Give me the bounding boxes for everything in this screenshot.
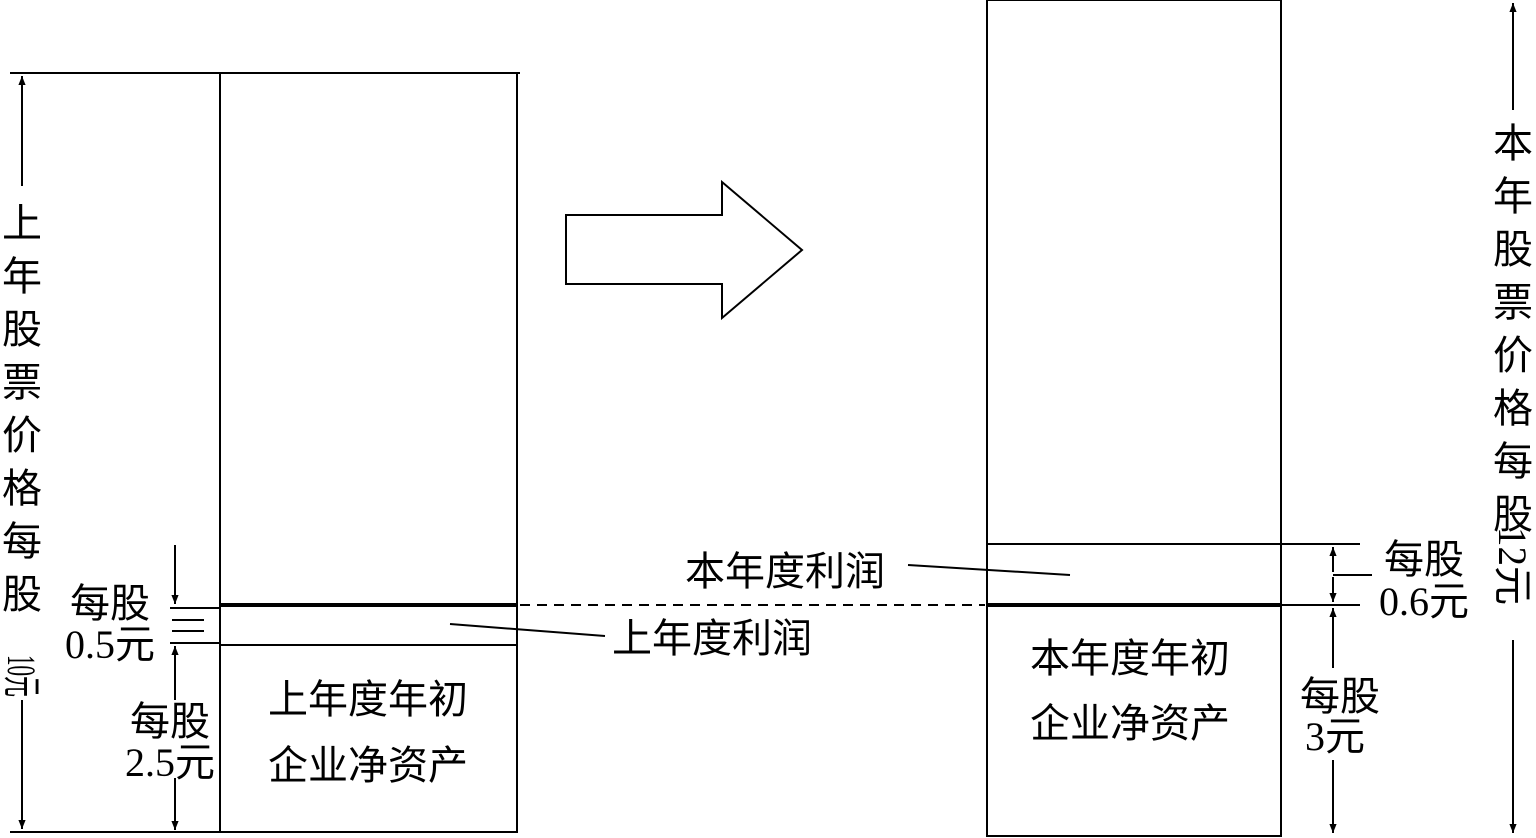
- left-price-char: 价: [2, 413, 42, 459]
- left-assets-label-line2: 企业净资产: [268, 743, 468, 789]
- left-profit-amount-value: 0.5元: [65, 622, 155, 667]
- right-bar-price-section: [986, 0, 1282, 545]
- left-bar-price-section: [219, 72, 518, 606]
- right-price-char: 年: [1493, 174, 1533, 220]
- left-price-char: 上: [2, 201, 42, 247]
- left-profit-label: 上年度利润: [612, 616, 812, 662]
- left-price-dimension: 上 年 股 票 价 格 每 股 10元: [0, 72, 520, 833]
- right-price-char: 每: [1493, 439, 1533, 485]
- right-price-char: 价: [1493, 333, 1533, 379]
- left-profit-leader-line: [449, 623, 606, 637]
- left-assets-label: 上年度年初 企业净资产: [268, 677, 468, 789]
- left-assets-dimension: 每股 2.5元: [125, 646, 215, 830]
- right-assets-amount-value: 3元: [1305, 714, 1365, 759]
- left-price-char: 股: [2, 307, 42, 353]
- right-profit-amount-label: 每股: [1384, 537, 1464, 583]
- right-profit-leader-line: [907, 564, 1071, 576]
- right-price-char: 本: [1493, 121, 1533, 167]
- left-assets-label-line1: 上年度年初: [268, 677, 468, 723]
- right-assets-label-line1: 本年度年初: [1030, 636, 1230, 682]
- right-assets-amount-label: 每股: [1300, 674, 1380, 720]
- right-assets-dimension: 每股 3元: [1300, 608, 1380, 833]
- transition-arrow-icon: [565, 179, 804, 321]
- right-price-char: 股: [1493, 227, 1533, 273]
- right-price-char: 格: [1493, 386, 1533, 432]
- right-price-char: 股: [1493, 492, 1533, 538]
- left-bar-assets-section: [219, 644, 518, 833]
- right-bar-profit-section: [986, 543, 1282, 606]
- left-assets-amount-value: 2.5元: [125, 740, 215, 785]
- left-price-label: 上 年 股 票 价 格 每 股 10元: [0, 201, 44, 697]
- right-profit-dimension: 每股 0.6元: [1281, 537, 1469, 624]
- right-price-label: 本 年 股 票 价 格 每 股 12元: [1490, 121, 1535, 605]
- right-price-char: 票: [1493, 280, 1533, 326]
- left-price-char: 格: [2, 466, 42, 512]
- right-bar: [986, 0, 1282, 837]
- right-profit-amount-value: 0.6元: [1379, 579, 1469, 624]
- left-price-char: 每: [2, 519, 42, 565]
- right-profit-label: 本年度利润: [685, 549, 885, 595]
- right-price-value: 12元: [1490, 527, 1535, 605]
- left-assets-amount-label: 每股: [130, 699, 210, 745]
- right-assets-label: 本年度年初 企业净资产: [1030, 636, 1230, 747]
- left-profit-dimension: 每股 0.5元: [65, 545, 220, 667]
- right-assets-label-line2: 企业净资产: [1030, 701, 1230, 747]
- right-price-dimension: 本 年 股 票 价 格 每 股 12元: [1490, 3, 1535, 833]
- left-price-char: 票: [2, 360, 42, 406]
- left-price-char: 股: [2, 572, 42, 618]
- left-profit-amount-label: 每股: [70, 581, 150, 627]
- left-price-value: 10元: [0, 655, 44, 697]
- left-price-char: 年: [2, 254, 42, 300]
